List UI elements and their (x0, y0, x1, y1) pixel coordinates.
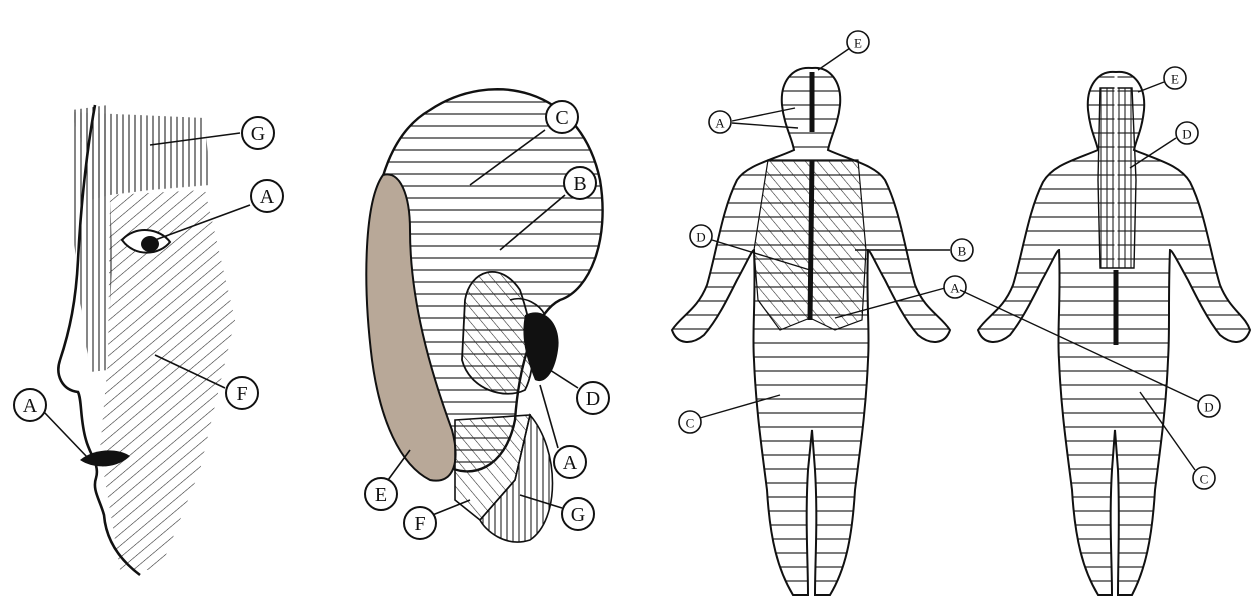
body-back-label-e: E (1171, 72, 1179, 87)
ear-label-c: C (555, 107, 568, 129)
face-eye-lesion (141, 236, 159, 252)
ear-label-e: E (375, 484, 387, 506)
body-back-label-d-upper: D (1182, 127, 1191, 142)
body-front-label-a-head: A (715, 116, 725, 131)
ear-label-d: D (586, 388, 600, 410)
ear-label-b: B (573, 173, 586, 195)
face-region-f (100, 190, 235, 570)
body-front-silhouette (672, 68, 950, 595)
face-label-a-mouth: A (23, 395, 38, 417)
face-label-g: G (251, 123, 265, 145)
ear-label-f: F (414, 513, 425, 535)
body-front-label-c: C (686, 416, 695, 431)
face-label-a-eye: A (260, 186, 275, 208)
body-front-label-e: E (854, 36, 862, 51)
body-front-panel: E A D B A C (672, 31, 973, 595)
face-panel: G A F A (14, 105, 283, 575)
body-front-label-b: B (958, 244, 967, 259)
body-back-label-c: C (1200, 472, 1209, 487)
body-back-panel: E D D C (960, 67, 1250, 595)
body-front-label-a-body: A (950, 281, 960, 296)
body-front-label-d: D (696, 230, 705, 245)
body-back-label-d-lower: D (1204, 400, 1213, 415)
face-label-f: F (236, 383, 247, 405)
ear-label-g: G (571, 504, 585, 526)
ear-label-a: A (563, 452, 578, 474)
ear-panel: C B D A G E F (365, 89, 609, 542)
